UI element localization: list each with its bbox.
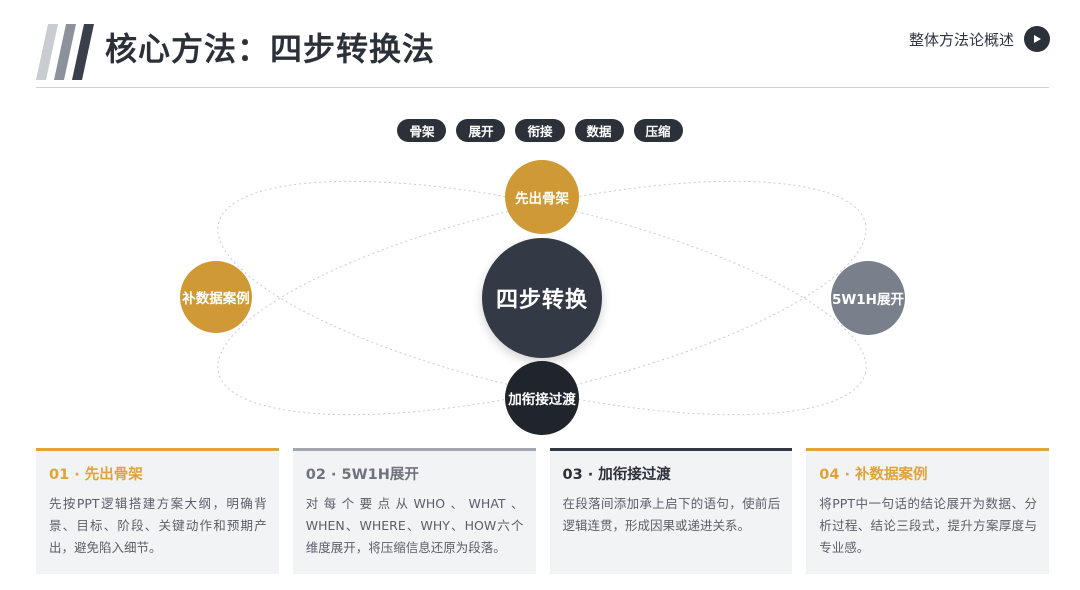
keyword-pills: 骨架 展开 衔接 数据 压缩 [0,119,1080,142]
step-card-text: 先按PPT逻辑搭建方案大纲，明确背景、目标、阶段、关键动作和预期产出，避免陷入细… [49,496,267,555]
play-icon[interactable] [1024,26,1050,52]
center-node: 四步转换 [482,238,602,358]
step-card-4: 04 · 补数据案例 将PPT中一句话的结论展开为数据、分析过程、结论三段式，提… [806,448,1049,574]
overview-link[interactable]: 整体方法论概述 [909,25,1050,53]
pill-compress[interactable]: 压缩 [633,119,683,142]
step-card-3: 03 · 加衔接过渡 在段落间添加承上启下的语句，使前后逻辑连贯，形成因果或递进… [549,448,793,574]
pill-connect[interactable]: 衔接 [515,119,565,142]
step-card-text: 对每个要点从WHO、WHAT、WHEN、WHERE、WHY、HOW六个维度展开，… [305,496,524,555]
step-card-text: 将PPT中一句话的结论展开为数据、分析过程、结论三段式，提升方案厚度与专业感。 [819,496,1037,555]
page-title: 核心方法：四步转换法 [105,30,436,68]
header: 核心方法：四步转换法 整体方法论概述 [0,0,1080,90]
node-data-cases: 补数据案例 [180,261,252,333]
overview-label: 整体方法论概述 [908,30,1014,49]
pill-data[interactable]: 数据 [574,119,624,142]
step-card-title: 02 · 5W1H展开 [305,467,419,483]
node-skeleton: 先出骨架 [505,160,579,234]
node-transition: 加衔接过渡 [505,361,579,435]
pill-skeleton[interactable]: 骨架 [397,119,447,142]
step-card-2: 02 · 5W1H展开 对每个要点从WHO、WHAT、WHEN、WHERE、WH… [292,448,536,574]
title-stripes-decoration [36,24,94,80]
step-card-1: 01 · 先出骨架 先按PPT逻辑搭建方案大纲，明确背景、目标、阶段、关键动作和… [36,448,279,574]
node-5w1h: 5W1H展开 [831,261,905,335]
four-step-diagram: 骨架 展开 衔接 数据 压缩 四步转换 先出骨架 补数据案例 5W1H展开 加衔… [0,95,1080,445]
pill-expand[interactable]: 展开 [456,119,506,142]
step-card-text: 在段落间添加承上启下的语句，使前后逻辑连贯，形成因果或递进关系。 [562,496,781,533]
header-divider [36,87,1049,88]
step-card-title: 03 · 加衔接过渡 [562,467,671,483]
step-card-title: 04 · 补数据案例 [819,467,928,483]
step-cards: 01 · 先出骨架 先按PPT逻辑搭建方案大纲，明确背景、目标、阶段、关键动作和… [36,448,1049,574]
step-card-title: 01 · 先出骨架 [49,467,143,483]
